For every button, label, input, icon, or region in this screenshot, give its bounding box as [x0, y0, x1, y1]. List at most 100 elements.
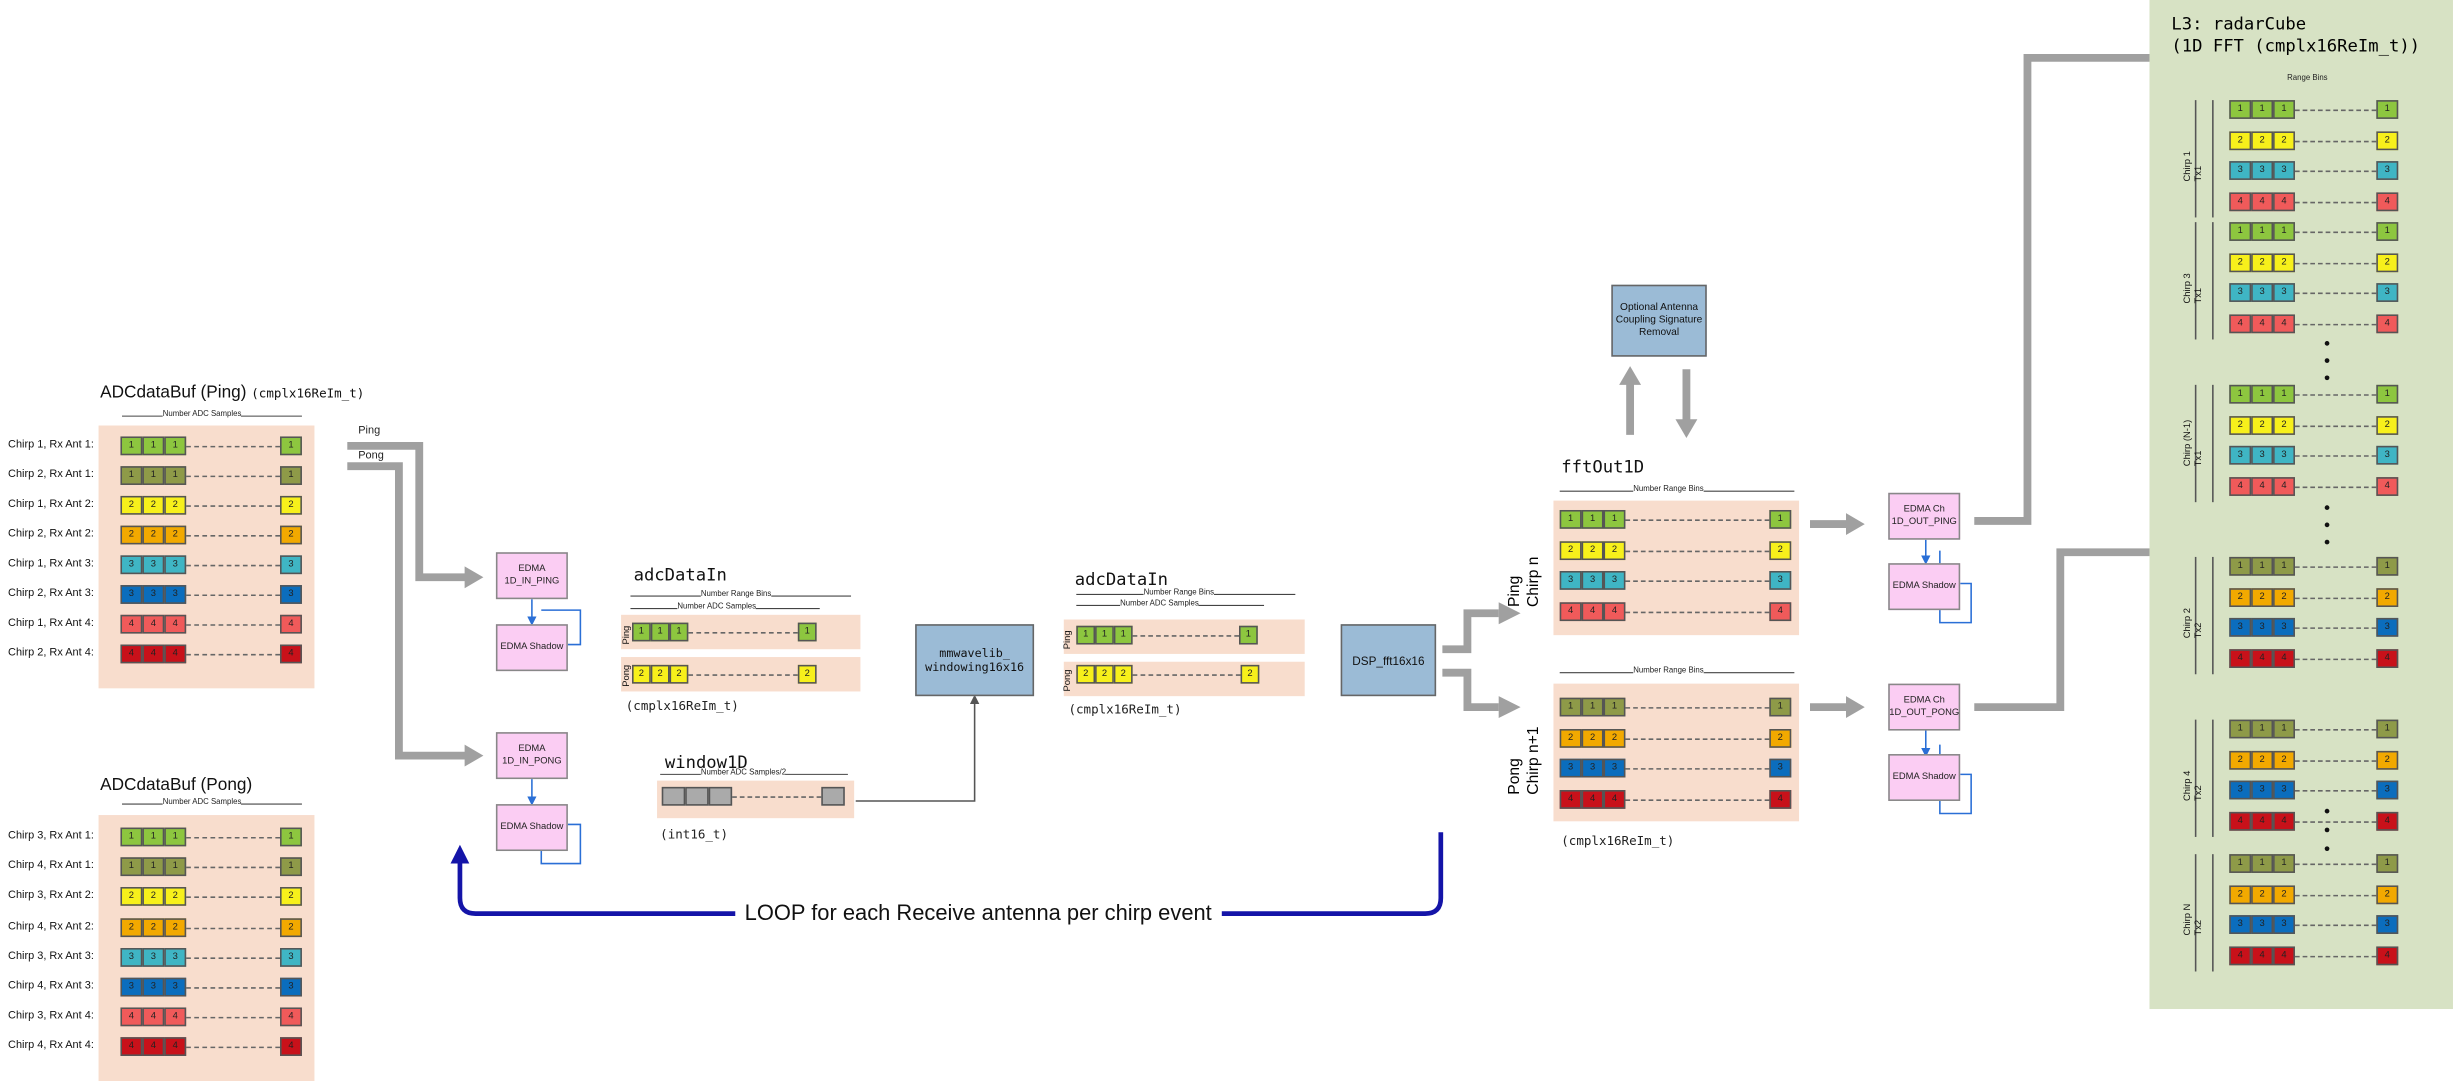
radar-row-dash — [2294, 424, 2377, 427]
adc_pong-row-cell: 3 — [120, 977, 143, 997]
radar-row-last-cell: 2 — [2376, 415, 2399, 435]
window-type: (int16_t) — [660, 827, 729, 842]
window-title: window1D — [664, 752, 748, 773]
radar-row-last-cell: 3 — [2376, 161, 2399, 180]
ellipsis-dot — [2324, 505, 2330, 510]
adc_ping-row-cell: 2 — [164, 525, 187, 545]
radar-row-cell: 3 — [2273, 161, 2295, 180]
adc_ping-row-cell: 1 — [120, 466, 143, 485]
adc_ping-row-cell: 4 — [120, 614, 143, 634]
ellipsis-dot — [2324, 375, 2330, 381]
radar-row-last-cell: 1 — [2376, 556, 2399, 576]
radar-row-cell: 2 — [2251, 130, 2274, 150]
radar-row-cell: 4 — [2273, 945, 2295, 965]
radar-row-cell: 4 — [2229, 648, 2252, 668]
radar-row-cell: 4 — [2251, 191, 2274, 211]
radar-row-last-cell: 3 — [2376, 780, 2399, 800]
radar-row-last-cell: 2 — [2376, 587, 2399, 607]
adc_ping-row-dash — [186, 653, 281, 656]
fft-ping-row-dash — [1625, 580, 1770, 582]
adc_pong-row-cell: 1 — [120, 827, 143, 847]
ellipsis-dot — [2324, 358, 2330, 363]
fft-pong-row-cell: 4 — [1603, 789, 1626, 809]
adc_pong-row-cell: 1 — [120, 857, 143, 877]
adc_ping-row-cell: 3 — [164, 555, 187, 575]
adc-pong-span-label: Number ADC Samples — [162, 797, 242, 808]
adc_ping-row-last-cell: 3 — [280, 555, 302, 575]
radar-row-cell: 3 — [2273, 445, 2295, 465]
row-label: Chirp 1, Rx Ant 4: — [8, 617, 94, 629]
fft-ping-row-dash — [1625, 519, 1770, 521]
radar-group-bracket — [2212, 222, 2214, 340]
fft-ping-row-dash — [1625, 610, 1770, 613]
radar-row-cell: 1 — [2229, 854, 2252, 873]
radar-row-cell: 3 — [2251, 780, 2274, 800]
radar-row-cell: 1 — [2251, 854, 2274, 873]
adc_ping-row-cell: 2 — [142, 495, 165, 515]
radar-row-last-cell: 1 — [2376, 854, 2399, 873]
adc_pong-row-dash — [186, 927, 281, 929]
adc-in-1-pong-dash — [688, 674, 798, 676]
radar-row-cell: 4 — [2251, 811, 2274, 830]
pong-arrow-label: Pong — [358, 450, 384, 462]
radar-row-last-cell: 4 — [2376, 191, 2399, 211]
fft-pong-row-dash — [1625, 798, 1770, 801]
radar-cube-title: L3: radarCube(1D FFT (cmplx16ReIm_t)) — [2171, 14, 2421, 57]
adc_pong-row-dash — [186, 866, 281, 869]
radar-row-cell: 3 — [2273, 617, 2295, 637]
radar-row-last-cell: 3 — [2376, 445, 2399, 465]
radar-row-dash — [2294, 566, 2377, 568]
radar-row-dash — [2294, 201, 2377, 203]
fft-ping-row-cell: 3 — [1559, 571, 1582, 590]
adc_ping-row-last-cell: 3 — [280, 585, 302, 604]
fft-pong-row-cell: 2 — [1603, 728, 1626, 748]
radar-row-cell: 2 — [2251, 587, 2274, 607]
radar-row-cell: 3 — [2229, 617, 2252, 637]
radar-row-cell: 1 — [2251, 100, 2274, 119]
adc_ping-row-dash — [186, 445, 281, 448]
radar-row-cell: 4 — [2229, 476, 2252, 496]
adc_ping-row-last-cell: 2 — [280, 495, 302, 515]
radar-row-cell: 4 — [2273, 191, 2295, 211]
radar-row-cell: 1 — [2251, 556, 2274, 576]
adc-in-1-pong-last-cell: 2 — [797, 664, 817, 684]
radar-row-dash — [2294, 759, 2377, 762]
radar-row-cell: 1 — [2273, 384, 2295, 404]
adc_pong-row-cell: 3 — [142, 947, 165, 967]
radar-row-dash — [2294, 657, 2377, 660]
radar-row-cell: 2 — [2229, 884, 2252, 904]
adc_pong-row-dash — [186, 1047, 281, 1049]
fft-pong-row-cell: 4 — [1581, 789, 1604, 809]
radar-row-last-cell: 2 — [2376, 130, 2399, 150]
radar-group-bracket — [2194, 100, 2197, 218]
adc_ping-row-dash — [186, 535, 281, 537]
adc_pong-row-cell: 1 — [164, 857, 187, 877]
fft-ping-row-cell: 4 — [1581, 601, 1604, 621]
radar-row-cell: 3 — [2273, 780, 2295, 800]
radar-row-cell: 1 — [2229, 719, 2252, 739]
adc_ping-row-cell: 1 — [164, 466, 187, 485]
fft-ping-row-cell: 4 — [1559, 601, 1582, 621]
fft-ping-row-cell: 1 — [1559, 509, 1582, 529]
adc_pong-row-dash — [186, 836, 281, 839]
adc_ping-row-dash — [186, 475, 281, 478]
radar-row-cell: 1 — [2251, 384, 2274, 404]
radar-row-cell: 3 — [2229, 283, 2252, 302]
radar-row-last-cell: 4 — [2376, 313, 2399, 333]
adc_ping-row-last-cell: 1 — [280, 466, 302, 485]
radar-group-bracket — [2212, 719, 2214, 837]
radar-row-cell: 4 — [2251, 313, 2274, 333]
fft-ping-row-last-cell: 3 — [1769, 571, 1792, 590]
radar-row-cell: 3 — [2229, 161, 2252, 180]
window-cell — [685, 786, 709, 806]
edma-in-ping-box: EDMA 1D_IN_PING — [495, 552, 568, 600]
row-label: Chirp 4, Rx Ant 3: — [8, 980, 94, 992]
adc_ping-row-last-cell: 4 — [280, 644, 302, 664]
radar-row-cell: 3 — [2229, 915, 2252, 934]
radar-row-cell: 1 — [2273, 556, 2295, 576]
radar-row-dash — [2294, 485, 2377, 488]
